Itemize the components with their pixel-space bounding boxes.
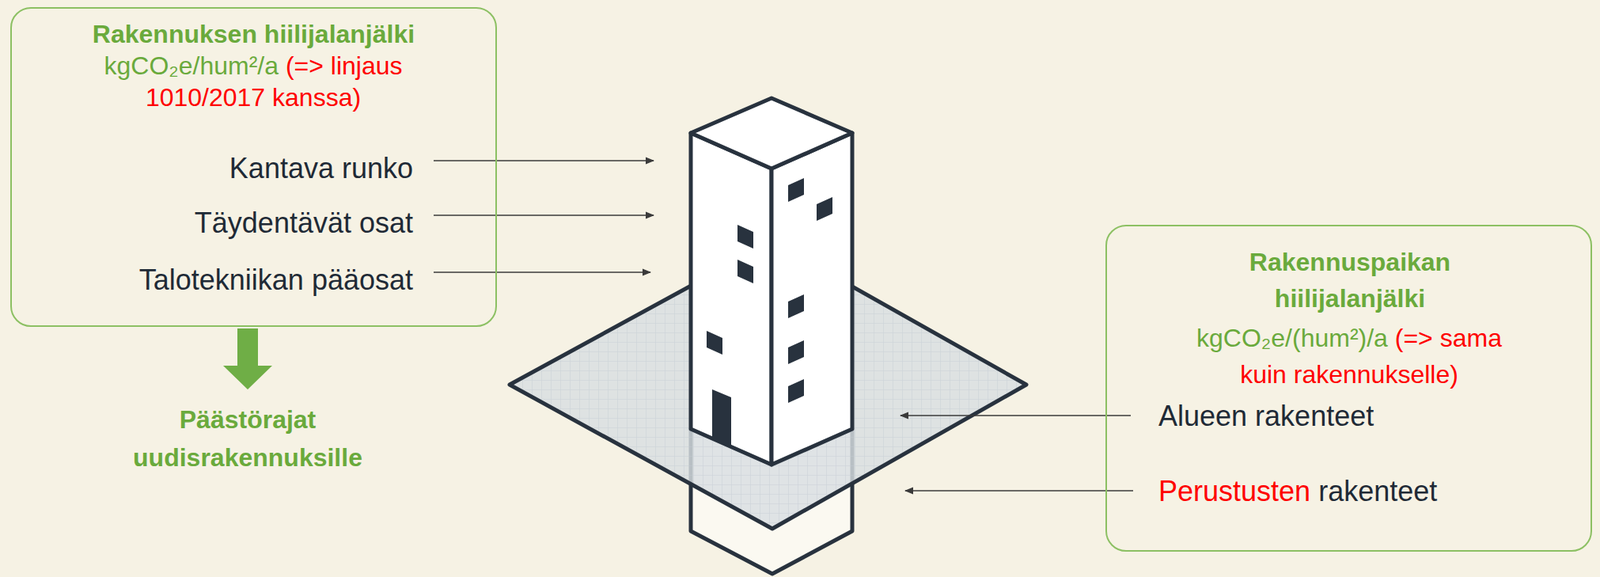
- unit-note: kgCO₂e/(hum²)/a: [1196, 323, 1388, 353]
- text-line: Talotekniikan pääosat: [11, 262, 414, 298]
- text-line: Rakennuksen hiilijalanjälki: [11, 18, 496, 50]
- part-name: rakenteet: [1318, 474, 1437, 508]
- box-heading: Rakennuksen hiilijalanjälki: [92, 19, 415, 49]
- text-line: Alueen rakenteet: [1158, 398, 1578, 434]
- part-name: Kantava runko: [229, 151, 414, 185]
- text-line: Rakennuspaikan hiilijalanjälki: [1175, 243, 1525, 317]
- window: [788, 379, 804, 403]
- unit-note: Perustusten: [1158, 474, 1311, 508]
- window: [737, 224, 754, 249]
- text-line: Perustusten rakenteet: [1158, 473, 1578, 509]
- window: [788, 294, 804, 319]
- text-line: Kantava runko: [11, 151, 414, 186]
- window: [788, 178, 804, 202]
- part-name: Täydentävät osat: [194, 206, 414, 239]
- window: [737, 259, 754, 284]
- text-line: kgCO₂e/(hum²)/a (=> sama kuin rakennukse…: [1170, 319, 1528, 393]
- box-heading: Rakennuspaikan hiilijalanjälki: [1249, 247, 1451, 313]
- window: [816, 197, 833, 221]
- site-footprint-box: Rakennuspaikan hiilijalanjälkikgCO₂e/(hu…: [1105, 224, 1593, 552]
- window: [788, 340, 804, 364]
- unit-note: kgCO₂e/hum²/a: [103, 51, 279, 80]
- part-name: Alueen rakenteet: [1158, 399, 1374, 433]
- text-line: kgCO₂e/hum²/a (=> linjaus 1010/2017 kans…: [55, 49, 452, 114]
- text-line: Täydentävät osat: [11, 205, 414, 241]
- result-label: Päästörajat uudisrakennuksille: [89, 400, 406, 477]
- part-name: Talotekniikan pääosat: [139, 263, 414, 296]
- window: [706, 330, 723, 355]
- building-footprint-box: Rakennuksen hiilijalanjälkikgCO₂e/hum²/a…: [10, 7, 497, 327]
